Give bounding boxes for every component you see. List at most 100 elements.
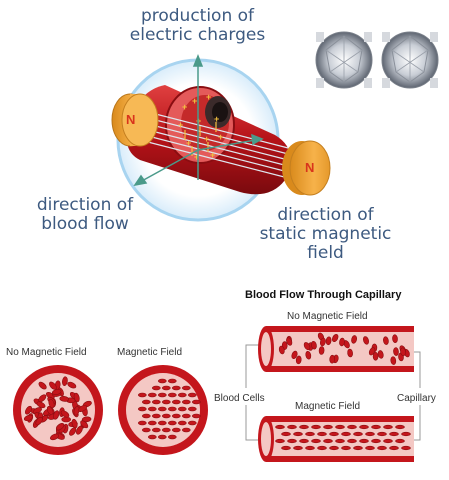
blood-cell <box>368 347 376 356</box>
svg-text:+: + <box>204 134 209 144</box>
blood-cell <box>365 445 375 451</box>
label-magnetic-field-direction: direction of static magnetic field <box>259 205 392 263</box>
blood-cell <box>401 431 411 437</box>
aligned-blood-cells <box>137 378 201 440</box>
blood-cell <box>311 438 321 444</box>
magnetic-field-lines <box>139 109 297 181</box>
blood-cell <box>335 424 345 430</box>
right-magnet-letter: N <box>305 160 315 175</box>
blood-cell <box>141 427 151 433</box>
blood-cell <box>178 420 187 426</box>
diamond-earrings-photo <box>315 31 439 89</box>
blood-cell <box>137 420 147 426</box>
svg-text:+: + <box>210 150 215 160</box>
blood-cell <box>377 445 387 451</box>
blood-cell <box>365 431 375 437</box>
blood-cell <box>383 438 393 444</box>
blood-cell <box>151 413 161 419</box>
cross-section-no-field-label: No Magnetic Field <box>6 347 87 358</box>
blood-cell <box>287 424 297 430</box>
blood-cell <box>38 381 47 390</box>
blood-cell <box>275 438 285 444</box>
blood-cell <box>157 392 167 398</box>
capillary-title: Blood Flow Through Capillary <box>245 289 402 301</box>
blood-cell <box>51 389 62 395</box>
blood-cell <box>371 424 381 430</box>
blood-cell <box>341 445 351 451</box>
svg-text:+: + <box>186 138 191 148</box>
blood-cell <box>67 381 77 389</box>
blood-cell <box>319 337 326 347</box>
capillary-tube-no-field <box>258 326 414 372</box>
blood-cell <box>38 394 47 403</box>
blood-cell <box>293 431 303 437</box>
svg-text:+: + <box>178 120 183 130</box>
blood-cell <box>377 350 384 359</box>
capillary-bottom-label: Magnetic Field <box>295 401 361 412</box>
blood-cell <box>341 431 351 437</box>
blood-cell <box>78 404 88 412</box>
capillary-tube-with-field <box>258 416 414 462</box>
blood-cell <box>76 425 83 435</box>
blood-cell <box>383 424 393 430</box>
cross-section-with-field <box>118 365 208 455</box>
blood-cell <box>318 346 325 355</box>
blood-cell <box>281 445 291 451</box>
blood-cell <box>325 336 332 346</box>
blood-cell <box>137 406 147 412</box>
blood-cell <box>305 431 315 437</box>
magnet-vessel-diagram: +++ +++ +++ ++ <box>111 53 331 222</box>
blood-cell <box>389 445 399 451</box>
left-magnet-letter: N <box>126 112 136 127</box>
blood-cell <box>401 445 411 451</box>
blood-cell <box>49 433 60 441</box>
label-electric-charges: production of electric charges <box>129 6 266 45</box>
blood-cell <box>192 399 201 405</box>
blood-cell <box>353 445 363 451</box>
blood-cell <box>278 345 285 355</box>
blood-cell <box>161 413 171 419</box>
blood-cell <box>81 416 92 423</box>
blood-cell <box>335 438 345 444</box>
blood-cell <box>395 438 405 444</box>
blood-cell <box>372 351 379 361</box>
blood-cell <box>188 406 197 412</box>
svg-text:+: + <box>206 92 211 102</box>
blood-cell <box>151 427 161 433</box>
blood-cell <box>317 431 327 437</box>
blood-cell <box>303 342 311 351</box>
blood-cell <box>299 438 309 444</box>
blood-cell <box>167 434 177 440</box>
blood-cell <box>167 406 177 412</box>
svg-text:+: + <box>214 114 219 124</box>
charge-arrows <box>184 122 217 156</box>
blood-cell <box>62 376 68 386</box>
blood-cell <box>182 385 191 391</box>
blood-cell <box>141 399 151 405</box>
blood-cell <box>137 392 147 398</box>
blood-cell <box>147 392 157 398</box>
blood-cell <box>295 355 302 365</box>
blood-cell <box>347 348 353 358</box>
blood-cell <box>305 350 312 360</box>
blood-cell <box>171 427 181 433</box>
cross-section-field-label: Magnetic Field <box>117 347 183 358</box>
blood-cell <box>329 445 339 451</box>
blood-cell <box>317 445 327 451</box>
blood-cell <box>55 423 65 431</box>
blood-cell <box>329 431 339 437</box>
blood-cell <box>25 405 32 415</box>
blood-cell <box>48 398 55 409</box>
random-blood-cells <box>23 376 92 441</box>
blood-cell <box>353 431 363 437</box>
blood-cell <box>49 381 57 390</box>
svg-text:+: + <box>218 132 223 142</box>
blood-cell <box>293 445 303 451</box>
blood-cell <box>400 347 406 357</box>
capillary-top-label: No Magnetic Field <box>287 311 368 322</box>
left-magnet <box>111 93 159 147</box>
blood-cell <box>161 427 171 433</box>
blood-cell <box>23 414 34 422</box>
blood-cell <box>167 378 177 384</box>
